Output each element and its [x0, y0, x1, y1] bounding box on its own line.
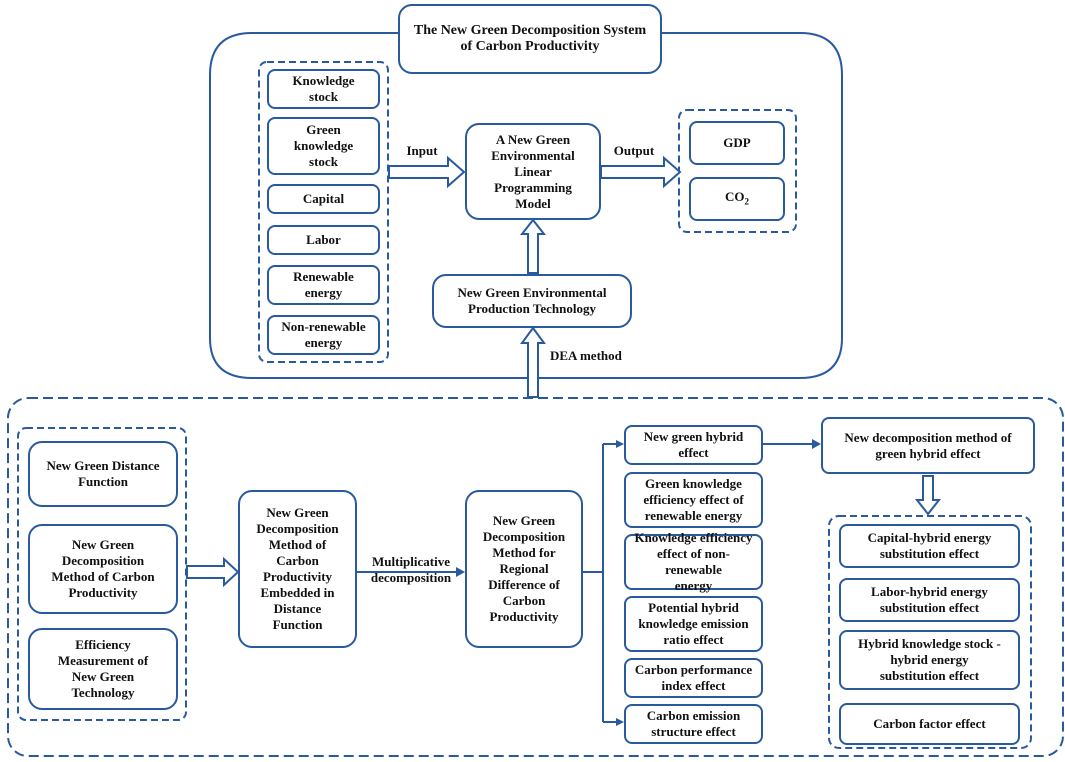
method-distance-function: New Green Distance Function [28, 441, 178, 507]
effect-green-knowledge-renewable: Green knowledge efficiency effect of ren… [624, 472, 763, 528]
output-co2: CO2 [689, 177, 785, 221]
embedded-to-regional-arrowhead [456, 567, 465, 577]
methods-to-embedded-arrow [186, 556, 240, 588]
decomposition-container [7, 397, 1064, 757]
effect-new-green-hybrid: New green hybrid effect [624, 425, 763, 465]
effect-potential-hybrid-emission-ratio: Potential hybrid knowledge emission rati… [624, 596, 763, 652]
method-carbon-productivity: New Green Decomposition Method of Carbon… [28, 524, 178, 614]
input-label: Input [406, 143, 438, 158]
hybrid-effect-to-method-head [812, 439, 821, 449]
input-renewable-energy: Renewable energy [267, 265, 380, 305]
method-efficiency-measurement: Efficiency Measurement of New Green Tech… [28, 628, 178, 710]
input-arrow [388, 155, 466, 189]
input-green-knowledge-stock: Green knowledge stock [267, 117, 380, 175]
linear-programming-model: A New Green Environmental Linear Program… [465, 123, 601, 220]
input-non-renewable-energy: Non-renewable energy [267, 315, 380, 355]
labor-hybrid-substitution: Labor-hybrid energy substitution effect [839, 578, 1020, 622]
hybrid-to-substitution-arrow [914, 475, 942, 516]
hybrid-decomposition-method: New decomposition method of green hybrid… [821, 417, 1035, 474]
effect-carbon-emission-structure: Carbon emission structure effect [624, 704, 763, 744]
carbon-factor-effect: Carbon factor effect [839, 703, 1020, 745]
embedded-decomposition-method: New Green Decomposition Method of Carbon… [238, 490, 357, 648]
branch-to-structure-effect-head [616, 718, 624, 726]
output-label: Output [613, 143, 655, 158]
dea-method-label: DEA method [550, 348, 622, 363]
inputs-group [258, 61, 389, 363]
output-gdp: GDP [689, 121, 785, 165]
input-capital: Capital [267, 184, 380, 214]
output-arrow [600, 155, 682, 189]
regional-difference-method: New Green Decomposition Method for Regio… [465, 490, 583, 648]
system-container [209, 32, 843, 379]
input-knowledge-stock: Knowledge stock [267, 69, 380, 109]
effect-knowledge-non-renewable: Knowledge efficiency effect of non-renew… [624, 530, 763, 593]
substitution-group [828, 515, 1032, 749]
branch-to-hybrid-effect-head [616, 440, 624, 448]
capital-hybrid-substitution: Capital-hybrid energy substitution effec… [839, 524, 1020, 568]
production-technology: New Green Environmental Production Techn… [432, 274, 632, 328]
system-title: The New Green Decomposition System of Ca… [398, 4, 662, 74]
input-labor: Labor [267, 225, 380, 255]
technology-to-model-arrow [519, 218, 547, 274]
dea-arrow [520, 326, 546, 398]
knowledge-stock-hybrid-substitution: Hybrid knowledge stock - hybrid energy s… [839, 630, 1020, 690]
effect-carbon-performance-index: Carbon performance index effect [624, 658, 763, 698]
multiplicative-decomposition-label: Multiplicative decomposition [370, 554, 452, 585]
